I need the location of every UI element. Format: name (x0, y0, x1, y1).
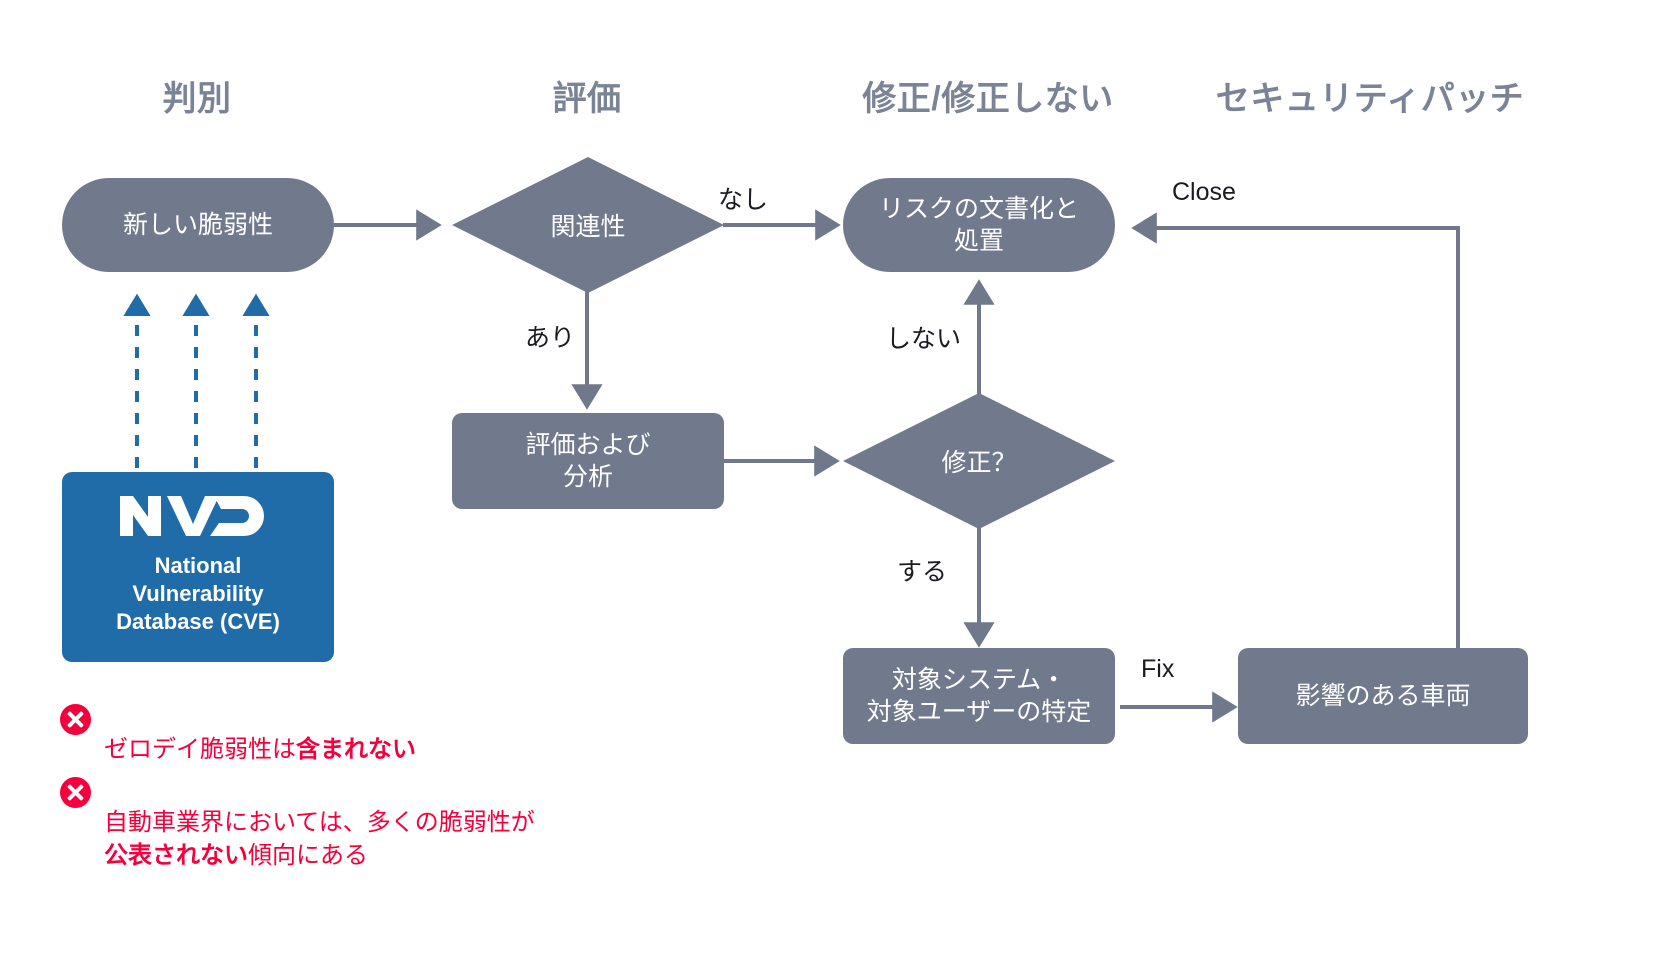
note-zero-day-text: ゼロデイ脆弱性は含まれない (104, 702, 416, 767)
note-zero-day: ゼロデイ脆弱性は含まれない (60, 702, 620, 767)
nvd-logo-icon (120, 496, 264, 536)
nvd-source-card[interactable]: National Vulnerability Database (CVE) (62, 472, 334, 662)
edge-label-do-it: する (897, 558, 948, 586)
column-heading-assess: 評価 (552, 80, 622, 118)
node-evaluation-analysis[interactable]: 評価および 分析 (452, 413, 724, 509)
x-circle-icon (60, 777, 91, 808)
note-zero-day-part-1: ゼロデイ脆弱性は (104, 736, 296, 764)
edge-label-do-not: しない (886, 325, 962, 353)
node-document-risk[interactable]: リスクの文書化と 処置 (843, 178, 1115, 272)
column-heading-identify: 判別 (162, 80, 232, 118)
node-fix-decision[interactable]: 修正？ (843, 393, 1115, 529)
relevance-label: 関連性 (550, 213, 626, 241)
edge-label-none: なし (718, 186, 769, 214)
edge-vehicles-close-to-document (1131, 212, 1460, 650)
note-automotive-part-2: 公表されない (104, 841, 248, 869)
x-circle-icon (60, 704, 91, 735)
node-identify-targets[interactable]: 対象システム・ 対象ユーザーの特定 (843, 648, 1115, 744)
edge-label-exists: あり (525, 324, 576, 352)
nvd-caption: National Vulnerability Database (CVE) (116, 553, 280, 635)
note-zero-day-part-2: 含まれない (296, 736, 416, 764)
column-heading-security-patch: セキュリティパッチ (1215, 80, 1525, 118)
note-automotive-text: 自動車業界においては、多くの脆弱性が 公表されない傾向にある (104, 775, 535, 872)
fix-decision-label: 修正？ (941, 449, 1017, 477)
note-automotive-part-3: 傾向にある (248, 841, 368, 869)
edge-label-fix: Fix (1141, 655, 1175, 683)
node-new-vulnerability[interactable]: 新しい脆弱性 (62, 178, 334, 272)
node-affected-vehicles[interactable]: 影響のある車両 (1238, 648, 1528, 744)
note-automotive: 自動車業界においては、多くの脆弱性が 公表されない傾向にある (60, 775, 660, 872)
column-heading-fix-or-not: 修正/修正しない (862, 80, 1114, 118)
edge-label-close: Close (1172, 178, 1236, 206)
note-automotive-part-1: 自動車業界においては、多くの脆弱性が (104, 809, 535, 837)
node-relevance[interactable]: 関連性 (452, 157, 724, 293)
